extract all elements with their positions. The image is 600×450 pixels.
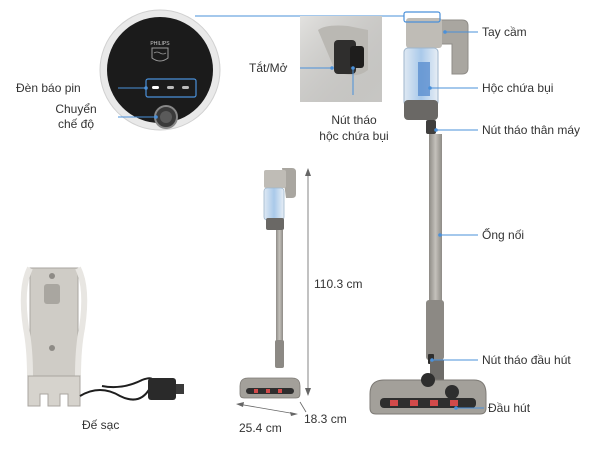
control-panel: PHILIPS xyxy=(99,9,221,131)
brand-text: PHILIPS xyxy=(150,41,170,47)
depth-dimension-line xyxy=(299,401,307,413)
nozzle-label: Đầu hút xyxy=(488,401,531,415)
nozzle-release-label: Nút tháo đầu hút xyxy=(482,353,571,367)
tube-label: Ống nối xyxy=(482,228,525,242)
body-release-label: Nút tháo thân máy xyxy=(482,123,581,137)
charging-dock-label: Đế sạc xyxy=(82,418,120,432)
mode-switch-label-line1: Chuyển xyxy=(55,102,97,116)
width-dimension-line xyxy=(237,403,297,415)
mode-switch-label-line2: chế độ xyxy=(57,117,95,131)
battery-led-1 xyxy=(152,86,159,89)
philips-logo: PHILIPS xyxy=(150,41,170,62)
height-dimension-label: 110.3 cm xyxy=(314,277,363,291)
battery-led-3 xyxy=(182,86,189,89)
power-switch-inset xyxy=(300,16,382,102)
battery-led-2 xyxy=(167,86,174,89)
power-switch-label: Tắt/Mở xyxy=(249,61,288,75)
dust-bin-label: Hộc chứa bụi xyxy=(482,81,554,95)
bin-release-label-line2: hộc chứa bụi xyxy=(319,129,389,143)
handle-label: Tay cầm xyxy=(482,25,527,39)
vacuum-small xyxy=(239,168,301,399)
vacuum-large xyxy=(369,11,487,415)
bin-release-label-line1: Nút tháo xyxy=(331,113,377,127)
battery-indicator-label: Đèn báo pin xyxy=(16,81,81,95)
handle-highlight-box xyxy=(403,11,441,23)
charging-dock xyxy=(20,266,184,407)
width-dimension-label: 25.4 cm xyxy=(239,421,282,435)
depth-dimension-label: 18.3 cm xyxy=(304,412,347,426)
